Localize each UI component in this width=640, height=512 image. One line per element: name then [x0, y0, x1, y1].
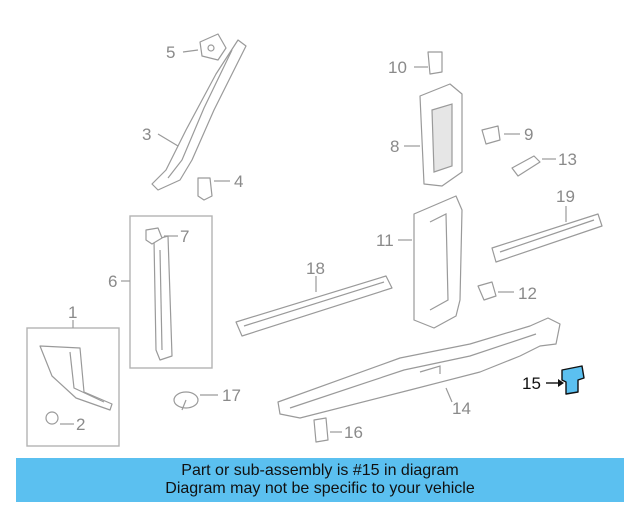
part-3: 3	[142, 39, 247, 191]
part-5: 5	[166, 33, 227, 62]
part-11: 11	[376, 195, 463, 329]
part-13: 13	[511, 150, 577, 177]
callout-13: 13	[558, 150, 577, 169]
callout-19: 19	[556, 187, 575, 206]
part-9: 9	[481, 125, 533, 145]
part-12: 12	[477, 281, 537, 303]
part-16: 16	[313, 417, 363, 443]
callout-9: 9	[524, 125, 533, 144]
callout-5: 5	[166, 43, 175, 62]
callout-15: 15	[522, 374, 541, 393]
part-14: 14	[277, 317, 561, 419]
callout-10: 10	[388, 58, 407, 77]
box-6: 6 7	[108, 215, 213, 369]
part-19: 19	[491, 187, 603, 263]
callout-16: 16	[344, 423, 363, 442]
callout-12: 12	[518, 284, 537, 303]
part-10: 10	[388, 51, 443, 77]
banner-line-2: Diagram may not be specific to your vehi…	[165, 480, 475, 497]
callout-17: 17	[222, 386, 241, 405]
part-17: 17	[173, 386, 241, 411]
callout-1: 1	[68, 303, 77, 322]
callout-14: 14	[452, 399, 471, 418]
callout-8: 8	[390, 137, 399, 156]
callout-6: 6	[108, 272, 117, 291]
callout-11: 11	[376, 231, 394, 250]
callout-18: 18	[306, 259, 325, 278]
part-8: 8	[390, 83, 463, 187]
info-banner: Part or sub-assembly is #15 in diagram D…	[16, 458, 624, 502]
callout-3: 3	[142, 125, 151, 144]
box-1: 1 2	[26, 303, 120, 447]
banner-line-1: Part or sub-assembly is #15 in diagram	[181, 462, 459, 479]
callout-2: 2	[76, 415, 85, 434]
callout-4: 4	[234, 172, 243, 191]
part-4: 4	[197, 172, 243, 201]
callout-7: 7	[180, 227, 189, 246]
part-15-highlighted: 15	[522, 365, 585, 395]
part-18: 18	[235, 259, 393, 337]
